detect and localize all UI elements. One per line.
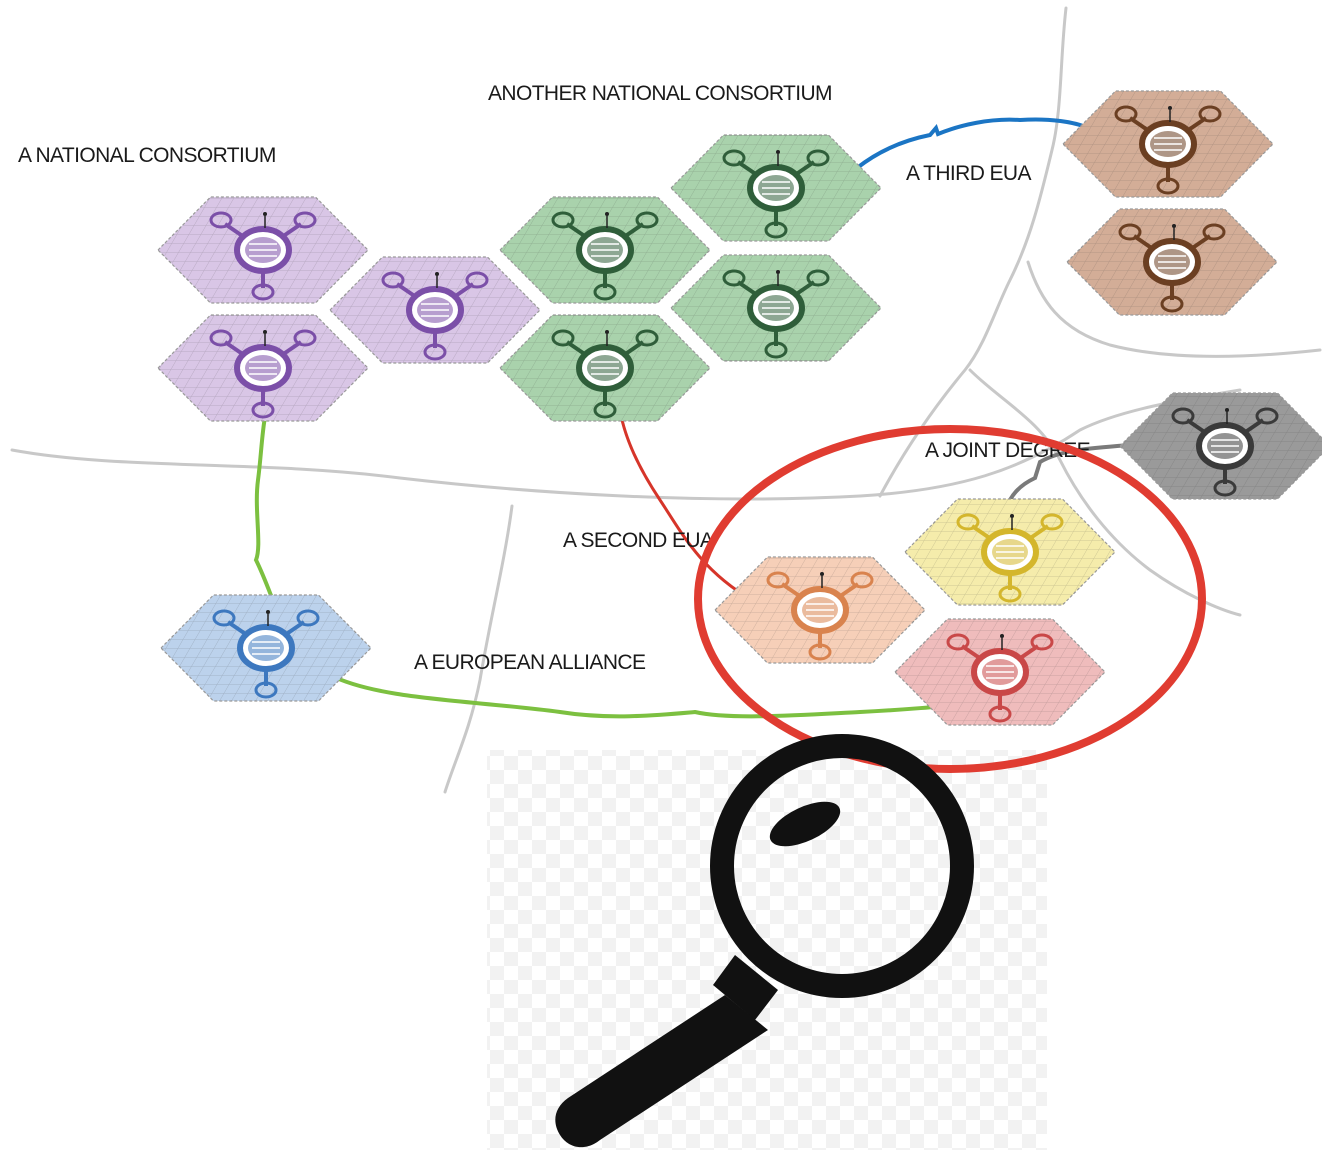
- link-european-alliance-vertical: [253, 394, 287, 632]
- university-network-icon: [499, 196, 711, 304]
- university-network-icon: [894, 618, 1106, 726]
- university-network-icon: [329, 256, 541, 364]
- border-line: [1026, 260, 1322, 358]
- link-third-eua: [855, 117, 1090, 170]
- university-network-icon: [670, 134, 882, 242]
- labels: A NATIONAL CONSORTIUM ANOTHER NATIONAL C…: [18, 82, 1091, 674]
- label-second-eua: A SECOND EUA: [563, 529, 714, 552]
- link-joint-degree: [1003, 443, 1132, 514]
- university-network-icon: [670, 254, 882, 362]
- university-network-icon: [714, 556, 926, 664]
- label-another-national-consortium: ANOTHER NATIONAL CONSORTIUM: [488, 82, 832, 105]
- university-network-icon: [1066, 208, 1278, 316]
- label-third-eua: A THIRD EUA: [906, 162, 1031, 185]
- links: [253, 117, 1132, 719]
- university-network-icon: [157, 196, 369, 304]
- label-european-alliance: A EUROPEAN ALLIANCE: [414, 651, 646, 674]
- border-line: [10, 388, 1242, 501]
- university-network-icon: [157, 314, 369, 422]
- highlight-ring: [694, 425, 1206, 773]
- label-national-consortium: A NATIONAL CONSORTIUM: [18, 144, 276, 167]
- university-network-icon: [904, 498, 1116, 606]
- university-network-icon: [160, 594, 372, 702]
- university-network-icon: [1062, 90, 1274, 198]
- university-network-icon: [1119, 392, 1322, 500]
- link-second-eua: [618, 408, 754, 602]
- border-line: [878, 6, 1068, 498]
- border-line: [968, 368, 1242, 617]
- university-network-icon: [499, 314, 711, 422]
- link-european-alliance: [328, 673, 937, 719]
- institution-nodes: [157, 90, 1322, 726]
- magnifying-glass-icon: [555, 734, 974, 1148]
- border-line: [443, 504, 514, 794]
- map-borders: [10, 6, 1322, 794]
